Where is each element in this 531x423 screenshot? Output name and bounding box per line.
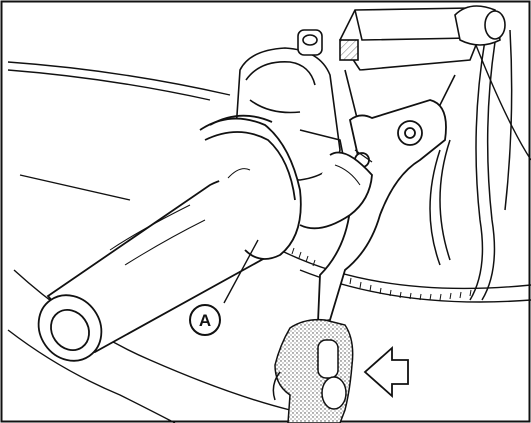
master-cylinder	[339, 5, 506, 131]
callout-label-a: A	[199, 311, 211, 330]
brake-lever	[299, 99, 447, 324]
handlebar-grip	[37, 114, 302, 362]
hand-indicator	[272, 318, 354, 423]
push-direction-arrow	[363, 345, 409, 399]
callout-leader	[223, 239, 259, 304]
fairing-lines	[7, 29, 531, 423]
control-cables	[429, 29, 513, 301]
callout-circle	[189, 304, 221, 336]
